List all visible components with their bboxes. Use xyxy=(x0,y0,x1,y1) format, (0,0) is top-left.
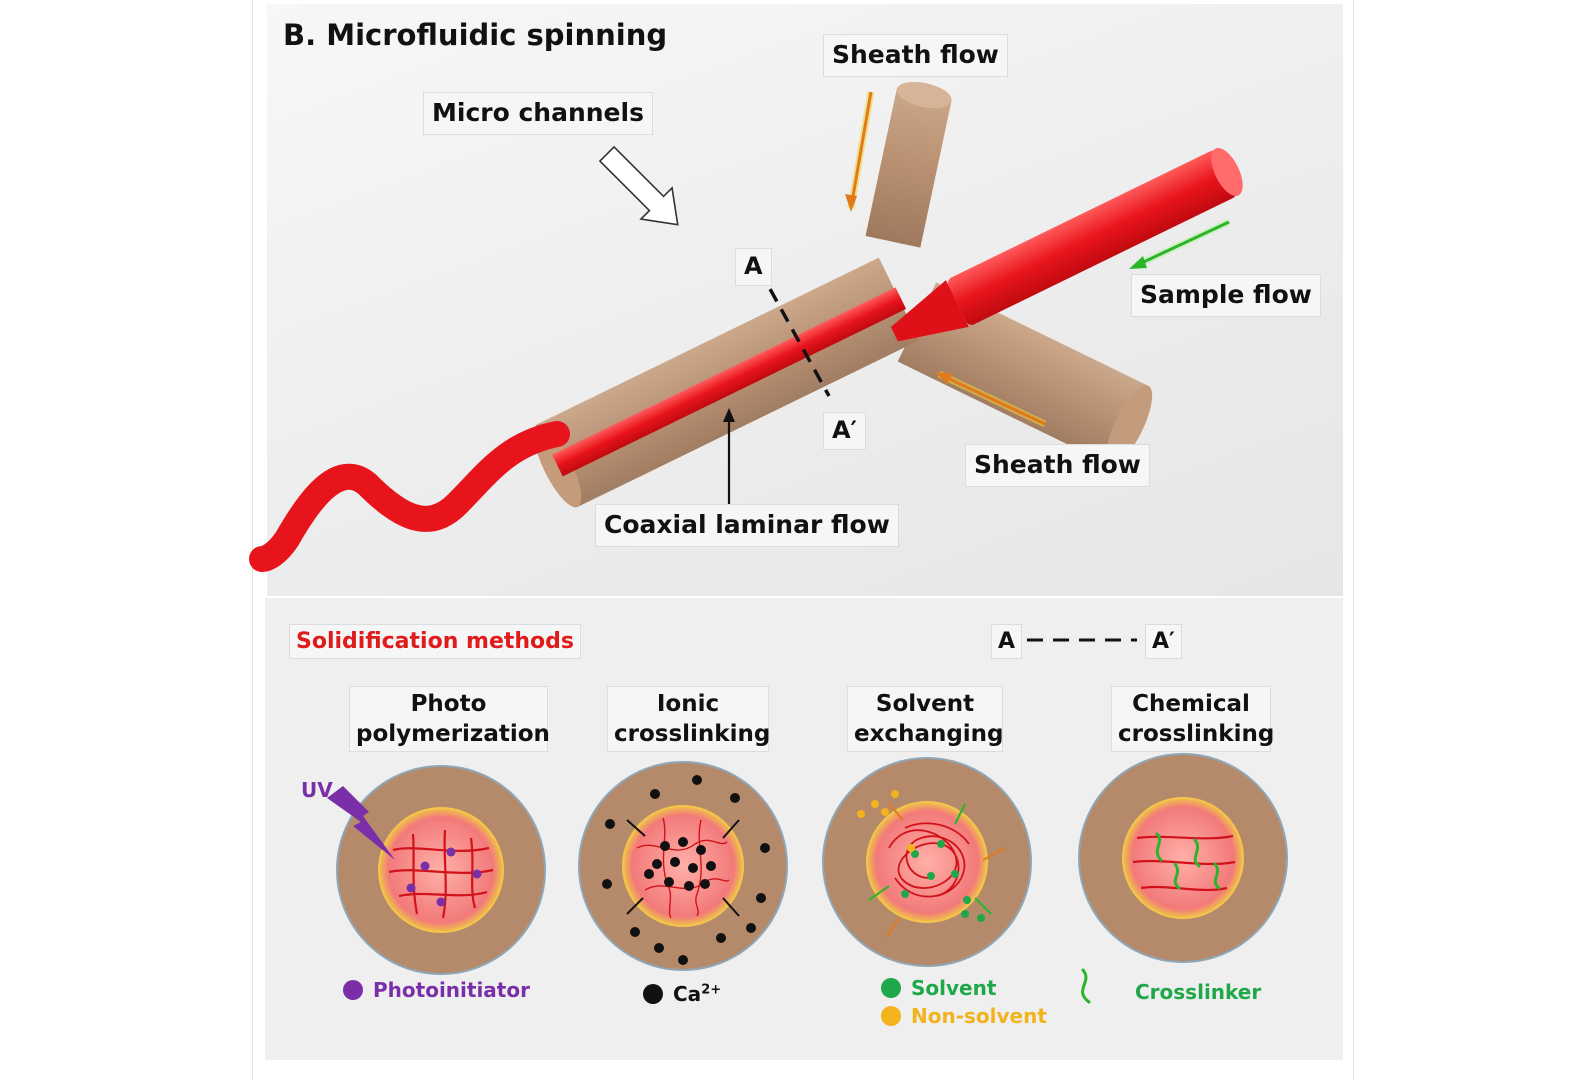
legend-non-solvent: Non-solvent xyxy=(881,1004,1047,1028)
section-line xyxy=(757,268,831,397)
method-ionic-crosslinking: Ionic crosslinking xyxy=(607,686,771,752)
method-chemical-line1: Chemical xyxy=(1132,691,1250,717)
micro-channels-label: Micro channels xyxy=(423,92,653,135)
cross-section-chemical xyxy=(1078,753,1288,963)
legend-section-a-prime: A′ xyxy=(1145,624,1182,660)
solvent-dot-icon xyxy=(881,978,901,998)
sheath-flow-bottom-label: Sheath flow xyxy=(965,444,1150,487)
non-solvent-text: Non-solvent xyxy=(911,1004,1047,1028)
sheath-flow-top-label: Sheath flow xyxy=(823,34,1008,77)
section-a-prime-label: A′ xyxy=(823,412,866,450)
solidification-panel: Solidification methods A xyxy=(265,598,1343,1060)
microfluidic-device-illustration xyxy=(249,81,1243,572)
method-ionic-line1: Ionic xyxy=(656,691,720,717)
method-chemical-crosslinking: Chemical crosslinking xyxy=(1111,686,1275,752)
core-fiber xyxy=(552,287,907,477)
sample-flow-label: Sample flow xyxy=(1131,274,1321,317)
method-solvent-line2: exchanging xyxy=(854,721,1004,747)
sample-inlet-tube xyxy=(890,148,1243,342)
coaxial-flow-label: Coaxial laminar flow xyxy=(595,504,899,547)
micro-channels-arrow xyxy=(598,145,679,226)
calcium-dot-icon xyxy=(643,984,663,1004)
extruded-fiber xyxy=(249,421,570,572)
cross-section-photo xyxy=(327,765,546,975)
legend-solvent: Solvent xyxy=(881,976,996,1000)
non-solvent-dot-icon xyxy=(881,1006,901,1026)
method-photo-line1: Photo xyxy=(410,691,487,717)
calcium-charge: 2+ xyxy=(701,982,722,998)
method-solvent-exchanging: Solvent exchanging xyxy=(847,686,1004,752)
microfluidic-panel: B. Microfluidic spinning Sheath flow Mic… xyxy=(249,4,1343,596)
cross-section-ionic xyxy=(578,761,788,971)
legend-section-a: A xyxy=(991,624,1023,660)
panel-title: B. Microfluidic spinning xyxy=(283,18,668,52)
method-chemical-line2: crosslinking xyxy=(1118,721,1275,747)
photoinitiator-text: Photoinitiator xyxy=(373,978,530,1002)
section-a-label: A xyxy=(735,248,772,286)
photoinitiator-dot-icon xyxy=(343,980,363,1000)
crosslinker-icon xyxy=(1081,968,1091,1004)
legend-calcium: Ca2+ xyxy=(643,982,721,1006)
method-solvent-line1: Solvent xyxy=(875,691,975,717)
uv-label: UV xyxy=(301,778,333,802)
figure: B. Microfluidic spinning Sheath flow Mic… xyxy=(249,0,1354,1080)
uv-lightning-icon xyxy=(327,786,395,860)
method-photo-polymerization: Photo polymerization xyxy=(349,686,550,752)
calcium-text: Ca xyxy=(673,982,702,1006)
cross-section-solvent xyxy=(822,757,1032,967)
solidification-heading: Solidification methods xyxy=(289,624,581,660)
legend-crosslinker: Crosslinker xyxy=(1135,980,1262,1004)
solvent-text: Solvent xyxy=(911,976,997,1000)
method-ionic-line2: crosslinking xyxy=(614,721,771,747)
cross-sections-illustration xyxy=(327,638,1288,1004)
method-photo-line2: polymerization xyxy=(356,721,550,747)
legend-photoinitiator: Photoinitiator xyxy=(343,978,530,1002)
upper-sheath-channel xyxy=(865,81,952,248)
